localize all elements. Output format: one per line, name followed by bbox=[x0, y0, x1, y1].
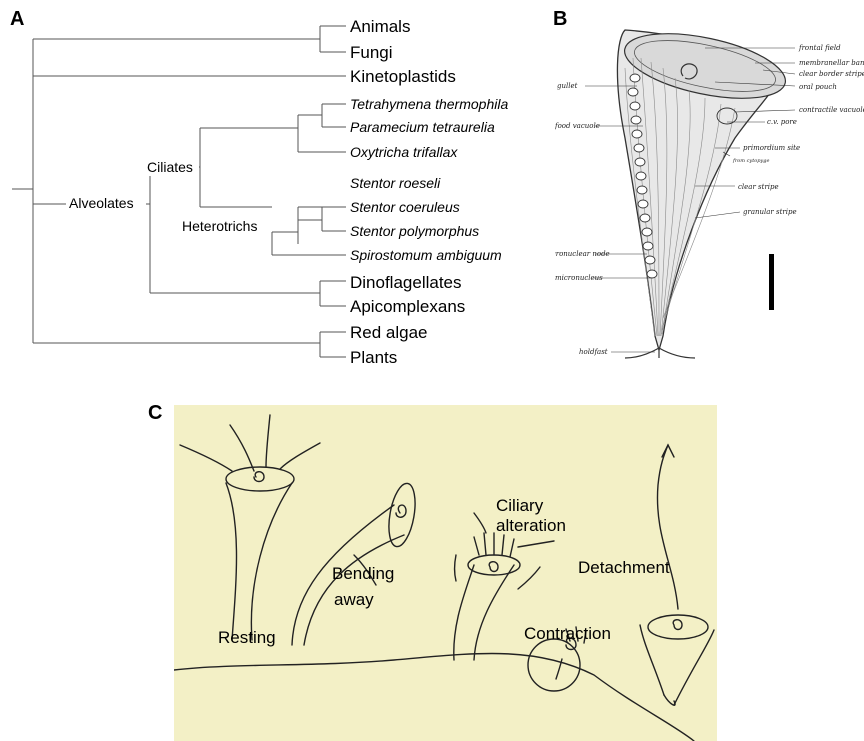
tip-label: Stentor roeseli bbox=[350, 175, 441, 191]
caption-bending-line1: Bending bbox=[332, 564, 394, 583]
label-clear-stripe: clear stripe bbox=[738, 183, 779, 191]
caption-ciliary-line2: alteration bbox=[496, 516, 566, 535]
panel-letter-c: C bbox=[148, 402, 162, 425]
tip-label: Tetrahymena thermophila bbox=[350, 96, 508, 112]
tip-label: Plants bbox=[350, 348, 397, 367]
caption-resting: Resting bbox=[218, 628, 276, 647]
stentor-behavior-sketch: Resting Bending away Ciliary alteration … bbox=[174, 405, 717, 741]
tip-label: Fungi bbox=[350, 43, 393, 62]
tip-label: Kinetoplastids bbox=[350, 67, 456, 86]
label-primordium-site: primordium site bbox=[743, 144, 800, 152]
tip-label: Stentor coeruleus bbox=[350, 199, 460, 215]
tip-label: Paramecium tetraurelia bbox=[350, 119, 495, 135]
label-granular-stripe: granular stripe bbox=[743, 208, 797, 216]
label-oral-pouch: oral pouch bbox=[799, 83, 837, 91]
label-food-vacuole: food vacuole bbox=[555, 122, 600, 130]
scale-bar bbox=[769, 254, 774, 310]
label-micronucleus: micronucleus bbox=[555, 274, 603, 282]
tip-label: Oxytricha trifallax bbox=[350, 144, 458, 160]
label-from-cytopyge: from cytopyge bbox=[732, 158, 769, 164]
label-contractile-vacuole: contractile vacuole bbox=[799, 106, 864, 114]
tip-label: Dinoflagellates bbox=[350, 273, 462, 292]
clade-label-heterotrichs: Heterotrichs bbox=[182, 218, 257, 234]
label-macronuclear-node: macronuclear node bbox=[555, 250, 610, 258]
tip-label: Spirostomum ambiguum bbox=[350, 247, 502, 263]
label-clear-border-stripe: clear border stripe bbox=[799, 70, 864, 78]
caption-ciliary-line1: Ciliary bbox=[496, 496, 544, 515]
stentor-anatomy-diagram: frontal field membranellar band clear bo… bbox=[555, 18, 864, 368]
tip-label: Red algae bbox=[350, 323, 428, 342]
label-holdfast: holdfast bbox=[579, 348, 608, 356]
label-gullet: gullet bbox=[557, 82, 578, 90]
label-membranellar-band: membranellar band bbox=[799, 59, 864, 67]
tip-label: Stentor polymorphus bbox=[350, 223, 479, 239]
label-frontal-field: frontal field bbox=[798, 44, 841, 52]
clade-label-alveolates: Alveolates bbox=[69, 195, 134, 211]
tip-label: Animals bbox=[350, 17, 410, 36]
caption-contraction: Contraction bbox=[524, 624, 611, 643]
caption-bending-line2: away bbox=[334, 590, 374, 609]
label-cv-pore: c.v. pore bbox=[767, 118, 797, 126]
phylogenetic-tree: Alveolates Ciliates Heterotrichs Animals… bbox=[0, 0, 550, 380]
tree-branches bbox=[12, 26, 346, 357]
clade-label-ciliates: Ciliates bbox=[147, 159, 193, 175]
caption-detachment: Detachment bbox=[578, 558, 670, 577]
tip-label: Apicomplexans bbox=[350, 297, 465, 316]
